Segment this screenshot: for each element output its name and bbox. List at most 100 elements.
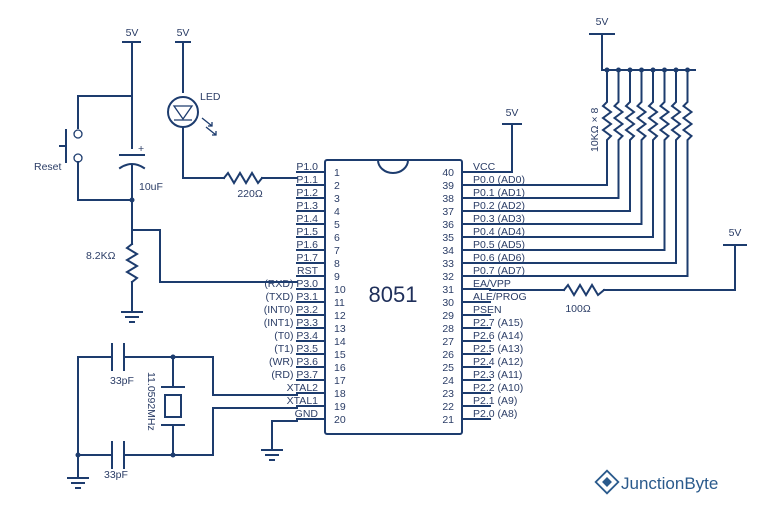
reset-supply-label: 5V bbox=[126, 27, 139, 39]
pin-name: P2.1 (A9) bbox=[473, 395, 517, 407]
pullup-trace bbox=[489, 69, 671, 251]
pullup-network-label: 10KΩ × 8 bbox=[589, 108, 601, 152]
pin-number: 37 bbox=[442, 206, 454, 218]
left-pin-group: 1P1.02P1.13P1.24P1.35P1.46P1.57P1.68P1.7… bbox=[264, 161, 346, 426]
crystal-plates bbox=[161, 386, 185, 426]
led-body bbox=[167, 96, 199, 128]
ea-wire bbox=[489, 244, 747, 291]
reset-switch-contact-top bbox=[73, 129, 83, 139]
pin-name: (RXD) P3.0 bbox=[264, 278, 318, 290]
pullup-trace bbox=[489, 69, 659, 238]
pin-name: XTAL1 bbox=[287, 395, 318, 407]
ic-name: 8051 bbox=[369, 282, 418, 307]
pin-name: (INT0) P3.2 bbox=[264, 304, 318, 316]
pin-name: (T0) P3.4 bbox=[274, 330, 318, 342]
pin-name: P1.1 bbox=[296, 174, 318, 186]
reset-cap-polarity: + bbox=[138, 143, 144, 155]
crystal-circuit: 33pF 33pF 11.0592MHz bbox=[67, 343, 298, 489]
pin-number: 24 bbox=[442, 375, 454, 387]
brand-logo: JunctionByte bbox=[594, 469, 718, 495]
pin-number: 11 bbox=[334, 297, 345, 309]
pin-number: 33 bbox=[442, 258, 454, 270]
pin-number: 1 bbox=[334, 167, 340, 179]
cap-bottom-label: 33pF bbox=[104, 469, 128, 481]
reset-button-icon bbox=[59, 129, 67, 163]
pin-right-28: 28 P2.7 (A15) bbox=[442, 317, 523, 335]
pullup-resistor-4 bbox=[489, 67, 659, 238]
led-supply-rail bbox=[175, 41, 191, 93]
pin-number: 4 bbox=[334, 206, 340, 218]
pin-right-34: 34 P0.5 (AD5) bbox=[442, 239, 525, 257]
pin-left-19: 19 XTAL1 bbox=[287, 395, 346, 413]
ic-notch bbox=[376, 158, 410, 174]
pin-number: 28 bbox=[442, 323, 454, 335]
pin-name: P1.4 bbox=[296, 213, 318, 225]
reset-switch-side-wire bbox=[77, 95, 133, 201]
pin-name: P0.5 (AD5) bbox=[473, 239, 525, 251]
pin-number: 5 bbox=[334, 219, 340, 231]
led-supply-label: 5V bbox=[177, 27, 190, 39]
led-label: LED bbox=[200, 91, 221, 103]
pin-number: 25 bbox=[442, 362, 454, 374]
pin-number: 19 bbox=[334, 401, 346, 413]
pin-number: 7 bbox=[334, 245, 340, 257]
pin-name: XTAL2 bbox=[287, 382, 318, 394]
pin-name: P2.5 (A13) bbox=[473, 343, 523, 355]
pin-name: P2.7 (A15) bbox=[473, 317, 523, 329]
pullup-trace bbox=[489, 69, 648, 225]
led-light-icon bbox=[201, 117, 217, 136]
pin-number: 12 bbox=[334, 310, 346, 322]
reset-label: Reset bbox=[34, 161, 62, 173]
pin-name: P1.6 bbox=[296, 239, 318, 251]
ea-supply-label: 5V bbox=[729, 227, 742, 239]
pin-name: (T1) P3.5 bbox=[274, 343, 318, 355]
brand-chip-icon bbox=[594, 469, 620, 495]
reset-ground-icon bbox=[121, 281, 143, 323]
pin-number: 14 bbox=[334, 336, 346, 348]
reset-switch-contact-bottom bbox=[73, 153, 83, 163]
cap-bottom-icon bbox=[111, 441, 125, 469]
led-resistor bbox=[222, 171, 264, 185]
pin-number: 9 bbox=[334, 271, 340, 283]
pin-number: 34 bbox=[442, 245, 454, 257]
cap-top-label: 33pF bbox=[110, 375, 134, 387]
pin-name: VCC bbox=[473, 161, 496, 173]
pullup-trace bbox=[489, 69, 636, 212]
ea-supply: 100Ω 5V bbox=[489, 227, 747, 315]
pin-left-16: 16 (WR) P3.6 bbox=[269, 356, 346, 374]
pullup-trace bbox=[489, 69, 625, 199]
pin-name: P1.5 bbox=[296, 226, 318, 238]
pin-number: 21 bbox=[442, 414, 454, 426]
pin-name: (WR) P3.6 bbox=[269, 356, 318, 368]
pin-number: 16 bbox=[334, 362, 346, 374]
pin-right-39: 39 P0.0 (AD0) bbox=[442, 174, 525, 192]
reset-junction bbox=[129, 197, 135, 203]
pin-name: P0.3 (AD3) bbox=[473, 213, 525, 225]
crystal-ground-icon bbox=[67, 464, 89, 489]
pin-number: 2 bbox=[334, 180, 340, 192]
pin-name: (TXD) P3.1 bbox=[265, 291, 318, 303]
pin-number: 35 bbox=[442, 232, 454, 244]
pin-number: 39 bbox=[442, 180, 454, 192]
pin-name: P0.0 (AD0) bbox=[473, 174, 525, 186]
xtal-bottom-wire bbox=[77, 407, 298, 456]
crystal-junction-bottom bbox=[170, 452, 176, 458]
pullup-resistor-5 bbox=[489, 67, 671, 251]
ic-ground-icon bbox=[261, 420, 298, 461]
reset-circuit: 5V Reset + 10uF 8.2KΩ bbox=[34, 27, 298, 323]
pin-number: 17 bbox=[334, 375, 346, 387]
pin-name: PSEN bbox=[473, 304, 502, 316]
